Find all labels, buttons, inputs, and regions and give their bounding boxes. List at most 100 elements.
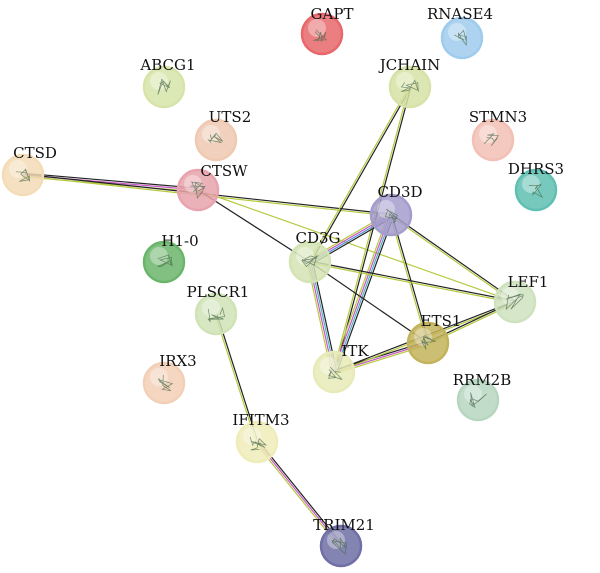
protein-structure-icon xyxy=(15,168,31,182)
node-highlight xyxy=(308,19,326,37)
protein-structure-icon xyxy=(190,181,206,199)
node-bubble xyxy=(406,321,450,365)
node-label-cd3d: CD3D xyxy=(377,183,422,201)
edge-strand xyxy=(22,172,199,189)
node-highlight xyxy=(202,125,220,143)
edge-plscr1-ifitm3 xyxy=(214,313,259,443)
node-label-trim21: TRIM21 xyxy=(313,516,375,534)
node-ctsd[interactable] xyxy=(1,153,45,197)
node-label-rnase4: RNASE4 xyxy=(427,5,493,23)
edge-strand xyxy=(335,215,395,374)
node-stmn3[interactable] xyxy=(471,118,515,162)
node-label-ifitm3: IFITM3 xyxy=(232,411,289,429)
edge-strand xyxy=(197,189,311,263)
edge-strand xyxy=(197,189,516,303)
node-jchain[interactable] xyxy=(388,65,432,109)
edge-strand xyxy=(310,86,412,264)
node-label-plscr1: PLSCR1 xyxy=(187,283,250,301)
node-bubble xyxy=(300,12,344,56)
node-cd3d[interactable] xyxy=(369,193,413,237)
node-label-lef1: LEF1 xyxy=(508,273,549,291)
edge-strand xyxy=(309,260,516,302)
protein-structure-icon xyxy=(505,293,524,311)
edge-strand xyxy=(309,262,516,304)
node-plscr1[interactable] xyxy=(194,292,238,336)
node-bubble xyxy=(142,361,186,405)
node-layer xyxy=(1,12,558,568)
node-label-stmn3: STMN3 xyxy=(469,108,527,126)
protein-structure-icon xyxy=(328,366,343,380)
edge-cd3d-lef1 xyxy=(389,213,517,304)
node-h1-0[interactable] xyxy=(142,240,186,284)
node-label-uts2: UTS2 xyxy=(209,108,251,126)
node-abcg1[interactable] xyxy=(142,65,186,109)
protein-structure-icon xyxy=(420,335,436,350)
node-label-irx3: IRX3 xyxy=(159,352,196,370)
protein-structure-icon xyxy=(157,254,173,267)
node-gapt[interactable] xyxy=(300,12,344,56)
node-label-itk: ITK xyxy=(341,342,369,360)
edge-strand xyxy=(334,214,393,373)
protein-structure-icon xyxy=(331,536,347,555)
node-highlight xyxy=(202,299,220,317)
node-ifitm3[interactable] xyxy=(235,420,279,464)
protein-structure-icon xyxy=(384,209,398,224)
node-label-h1-0: H1-0 xyxy=(161,232,198,250)
node-highlight xyxy=(377,200,395,218)
node-label-rrm2b: RRM2B xyxy=(453,371,512,389)
node-bubble xyxy=(440,16,484,60)
node-highlight xyxy=(150,247,168,265)
node-ets1[interactable] xyxy=(406,321,450,365)
node-bubble xyxy=(235,420,279,464)
node-label-cd3g: CD3G xyxy=(295,229,340,247)
edge-strand xyxy=(389,214,428,344)
node-bubble xyxy=(1,153,45,197)
node-bubble xyxy=(312,350,356,394)
protein-structure-icon xyxy=(484,133,499,147)
node-itk[interactable] xyxy=(312,350,356,394)
node-label-gapt: GAPT xyxy=(311,5,354,23)
node-highlight xyxy=(150,72,168,90)
node-highlight xyxy=(296,247,314,265)
node-uts2[interactable] xyxy=(194,118,238,162)
node-lef1[interactable] xyxy=(493,280,537,324)
protein-structure-icon xyxy=(157,78,171,95)
node-label-ets1: ETS1 xyxy=(421,312,462,330)
edge-cd3g-lef1 xyxy=(309,260,516,304)
edge-strand xyxy=(214,313,257,443)
edge-jchain-cd3g xyxy=(308,85,412,264)
node-label-dhrs3: DHRS3 xyxy=(508,160,564,178)
node-irx3[interactable] xyxy=(142,361,186,405)
node-highlight xyxy=(396,72,414,90)
node-highlight xyxy=(501,287,519,305)
edge-ctsw-lef1 xyxy=(197,189,516,303)
protein-structure-icon xyxy=(157,374,174,392)
edge-strand xyxy=(257,440,344,546)
edge-ctsd-ctsw xyxy=(22,172,199,193)
node-dhrs3[interactable] xyxy=(514,168,558,212)
edge-cd3g-ets1 xyxy=(309,261,429,344)
node-cd3g[interactable] xyxy=(288,240,332,284)
node-bubble xyxy=(456,378,500,422)
node-label-ctsd: CTSD xyxy=(13,144,57,162)
node-rrm2b[interactable] xyxy=(456,378,500,422)
protein-structure-icon xyxy=(400,79,419,92)
protein-structure-icon xyxy=(249,436,268,451)
node-ctsw[interactable] xyxy=(176,168,220,212)
edge-strand xyxy=(309,261,429,344)
edge-cd3d-itk xyxy=(330,213,395,374)
node-highlight xyxy=(464,385,482,403)
edge-strand xyxy=(308,85,410,263)
node-rnase4[interactable] xyxy=(440,16,484,60)
protein-structure-icon xyxy=(207,132,224,144)
edge-strand xyxy=(332,214,391,373)
protein-structure-icon xyxy=(301,255,319,268)
node-trim21[interactable] xyxy=(319,524,363,568)
protein-structure-icon xyxy=(454,29,467,47)
node-bubble xyxy=(142,65,186,109)
edge-strand xyxy=(216,313,259,443)
protein-structure-icon xyxy=(469,392,487,409)
